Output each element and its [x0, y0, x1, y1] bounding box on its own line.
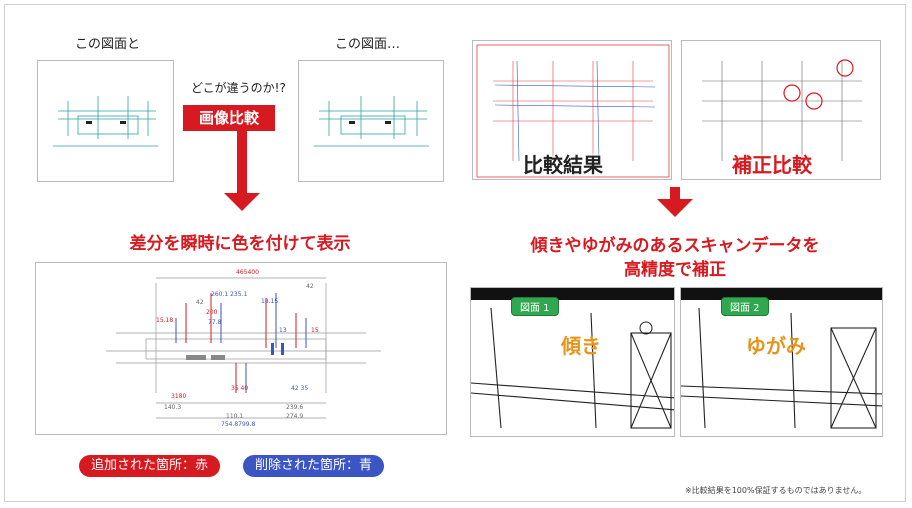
arrow-shaft-left	[237, 131, 247, 193]
down-arrow-icon	[657, 199, 693, 217]
scan-1-graphic	[471, 288, 674, 429]
down-arrow-icon	[224, 193, 260, 211]
dim-label: 13	[279, 327, 287, 334]
drawing-a-graphic	[53, 96, 158, 147]
scan-drawing-1: 図面 1 傾き	[470, 287, 675, 437]
dim-label: 42	[196, 299, 204, 306]
drawing-a-thumbnail	[37, 60, 174, 182]
corrected-compare-label: 補正比較	[732, 153, 812, 177]
infographic-frame: この図面と この図面… どこが違うのか!? 画像比較 差分を瞬時に色を付	[4, 4, 906, 502]
drawing-b-thumbnail	[298, 60, 444, 182]
diff-graphic	[106, 277, 381, 419]
dim-label: 42	[306, 283, 314, 290]
dim-label: 260.1 235.1	[211, 291, 248, 298]
dim-label: 140.3	[164, 404, 182, 411]
dim-label: 110.1	[226, 413, 244, 420]
dim-label: 465400	[236, 269, 259, 276]
dim-label: 3180	[171, 393, 187, 400]
arrow-shaft-right	[670, 187, 680, 199]
dim-label: 754.8799.8	[221, 421, 256, 428]
dim-label: 15	[311, 327, 319, 334]
question-text: どこが違うのか!?	[191, 81, 286, 95]
scan-heading-line1: 傾きやゆがみのあるスキャンデータを	[530, 236, 820, 256]
compare-result-label: 比較結果	[523, 153, 603, 177]
diff-result-drawing: 465400 260.1 235.1 18.15 42 42 200 77.8 …	[35, 262, 447, 435]
dim-label: 239.6	[286, 404, 304, 411]
compare-result-drawing: 比較結果	[472, 40, 672, 180]
compare-result-graphic	[476, 44, 670, 178]
drawing-b-graphic	[314, 96, 429, 147]
corrected-compare-graphic	[702, 59, 862, 161]
tilt-label: 傾き	[561, 334, 601, 358]
drawing-a-label: この図面と	[75, 37, 141, 52]
scan-tag-1: 図面 1	[511, 297, 559, 316]
scan-drawing-2: 図面 2 ゆがみ	[680, 287, 883, 437]
legend-added-badge: 追加された箇所：赤	[79, 455, 221, 477]
dim-label: 18.15	[261, 298, 279, 305]
scan-heading-line2: 高精度で補正	[624, 260, 726, 280]
dim-label: 200	[206, 309, 218, 316]
scan-2-graphic	[681, 288, 882, 429]
image-compare-badge: 画像比較	[183, 105, 275, 131]
dim-label: 77.8	[208, 319, 222, 326]
dim-label: 35 40	[231, 385, 249, 392]
dim-label: 42 35	[291, 385, 309, 392]
dim-label: 15.18	[156, 317, 174, 324]
diff-heading: 差分を瞬時に色を付けて表示	[129, 234, 351, 254]
distortion-label: ゆがみ	[746, 334, 806, 358]
drawing-b-label: この図面…	[335, 37, 401, 52]
scan-tag-2: 図面 2	[721, 297, 769, 316]
corrected-compare-drawing: 補正比較	[681, 40, 881, 180]
legend-removed-badge: 削除された箇所：青	[243, 455, 385, 477]
disclaimer-note: ※比較結果を100%保証するものではありません。	[685, 486, 867, 495]
dim-label: 274.9	[286, 413, 304, 420]
